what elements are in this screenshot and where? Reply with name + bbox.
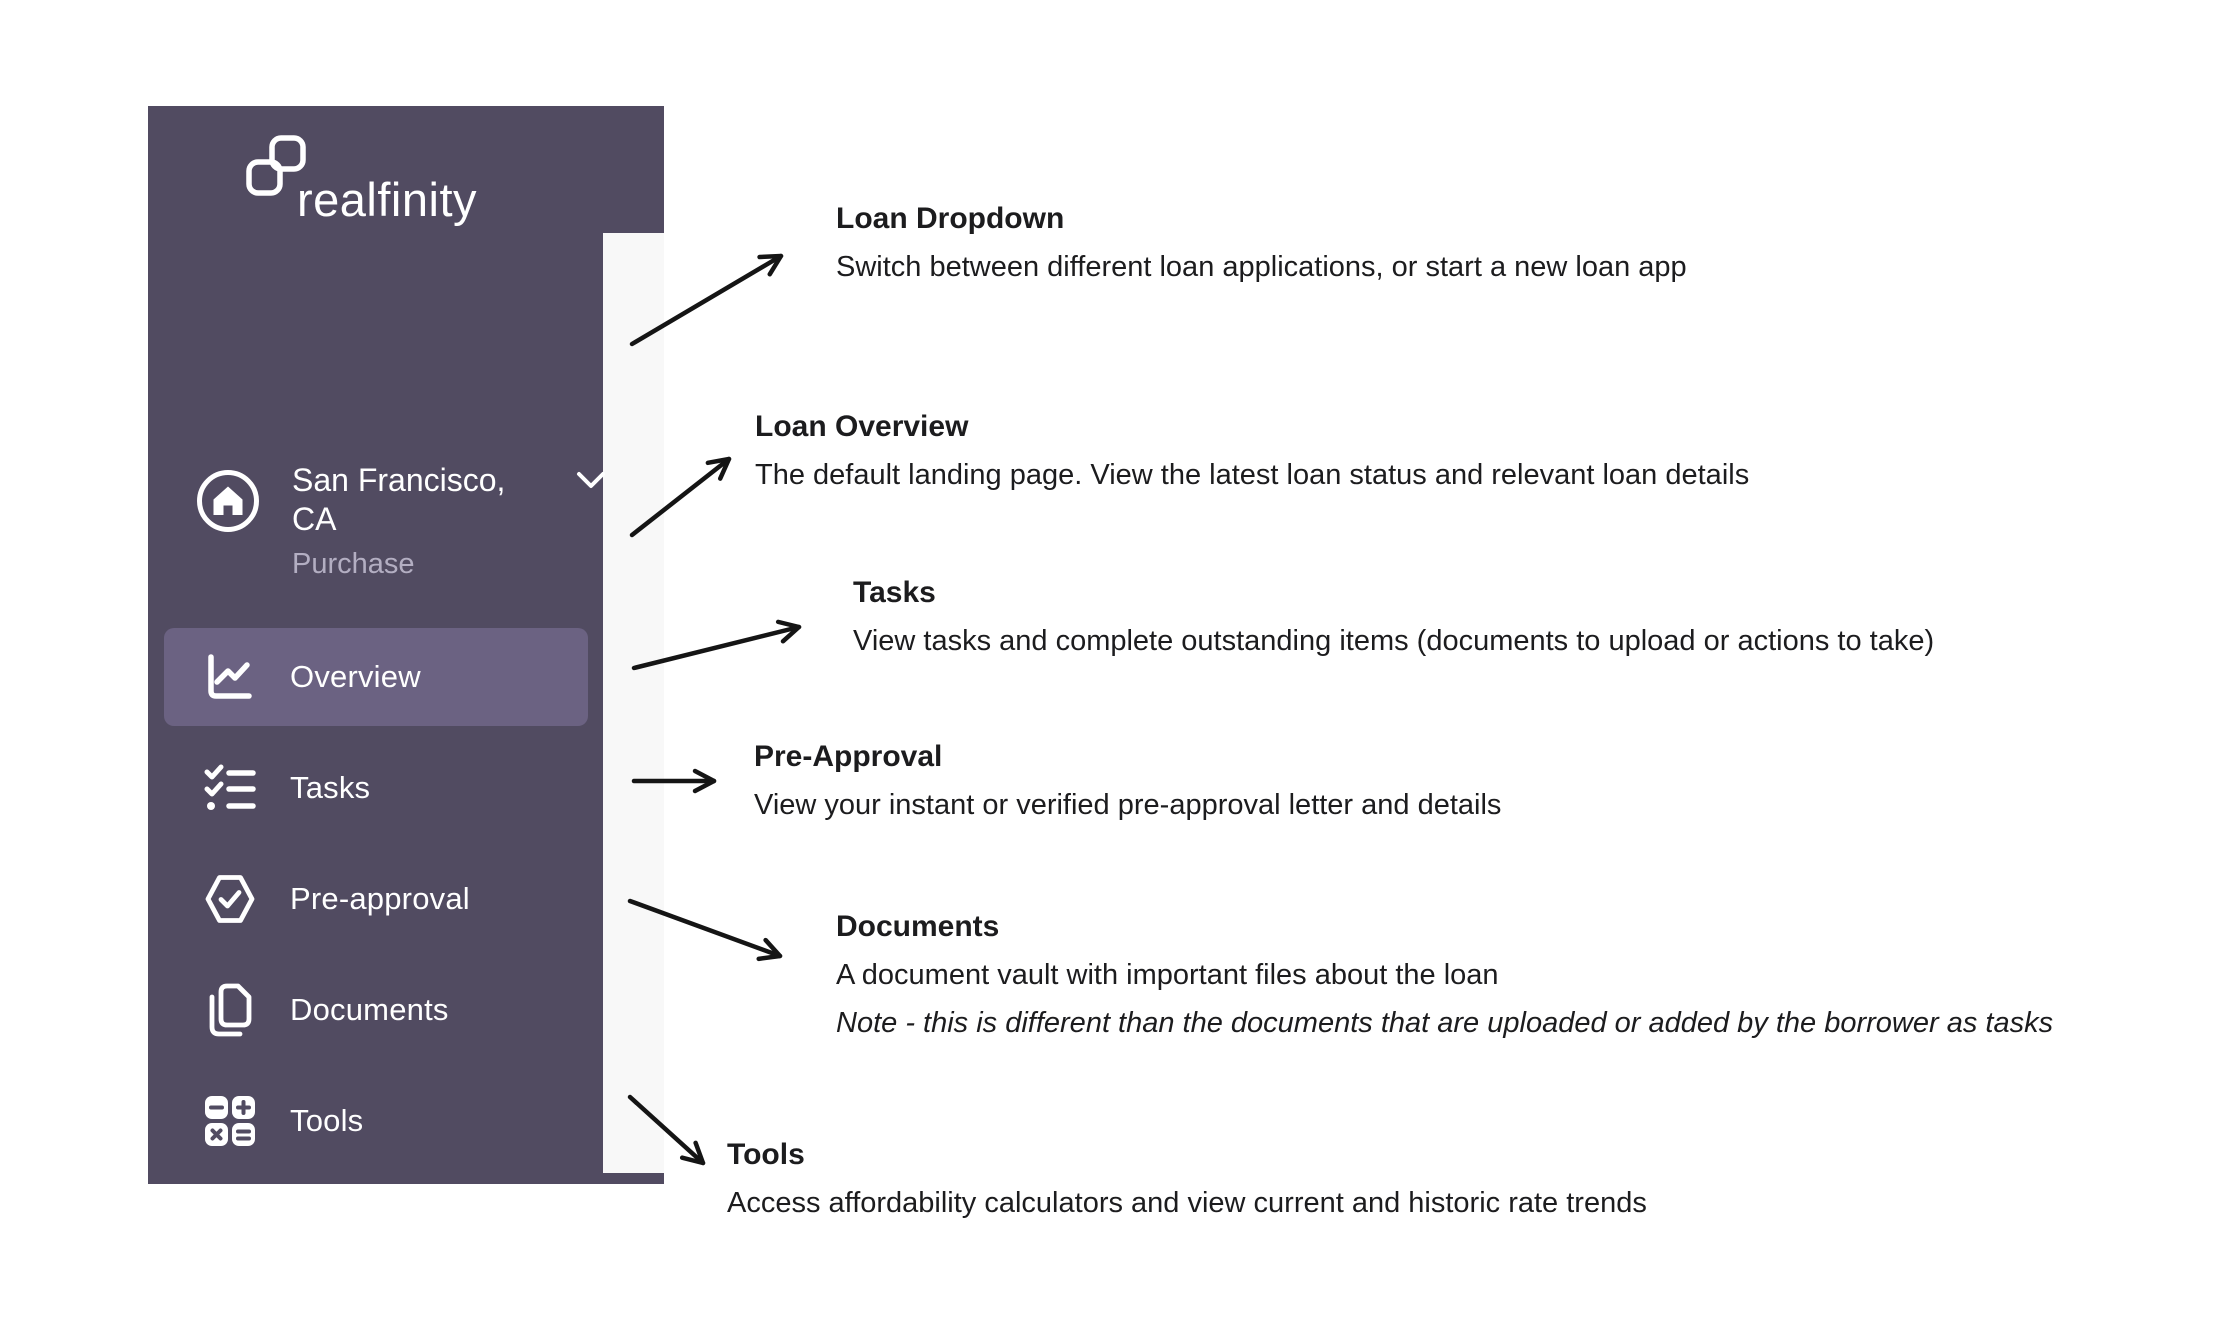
annotation-title: Documents — [836, 910, 1000, 943]
annotation-title: Pre-Approval — [754, 740, 943, 773]
sidebar-item-label: Tools — [290, 1103, 364, 1138]
annotation-text: View your instant or verified pre-approv… — [754, 789, 1502, 821]
annotation-text: The default landing page. View the lates… — [755, 459, 1750, 491]
annotation-text: View tasks and complete outstanding item… — [853, 625, 1935, 657]
sidebar: realfinity San Francisco, CA Purchase — [148, 106, 664, 1184]
annotation-tools: Tools Access affordability calculators a… — [727, 1131, 1647, 1227]
annotation-loan-dropdown: Loan Dropdown Switch between different l… — [836, 195, 1687, 291]
chevron-down-icon — [576, 471, 606, 491]
line-chart-icon — [203, 650, 257, 704]
loan-title: San Francisco, CA — [292, 462, 506, 537]
sidebar-item-tools[interactable]: Tools — [164, 1072, 588, 1170]
annotation-title: Tasks — [853, 576, 936, 609]
checklist-icon — [203, 761, 257, 815]
sidebar-item-pre-approval[interactable]: Pre-approval — [164, 850, 588, 948]
hexagon-check-icon — [203, 872, 257, 926]
sidebar-item-label: Overview — [290, 659, 421, 694]
content-gutter — [603, 233, 664, 1173]
home-icon — [196, 469, 260, 533]
linked-squares-icon — [245, 134, 309, 200]
sidebar-item-label: Documents — [290, 992, 449, 1027]
annotation-documents: Documents A document vault with importan… — [836, 903, 2053, 1047]
annotation-text: A document vault with important files ab… — [836, 959, 1499, 991]
documents-copy-icon — [203, 983, 257, 1037]
annotation-tasks: Tasks View tasks and complete outstandin… — [853, 569, 1934, 665]
calculator-ops-icon — [203, 1094, 257, 1148]
loan-subtitle: Purchase — [292, 548, 415, 580]
sidebar-item-label: Tasks — [290, 770, 371, 805]
annotation-loan-overview: Loan Overview The default landing page. … — [755, 403, 1749, 499]
brand-logo: realfinity — [245, 128, 545, 233]
annotation-note: Note - this is different than the docume… — [836, 1007, 2054, 1039]
sidebar-item-documents[interactable]: Documents — [164, 961, 588, 1059]
sidebar-item-tasks[interactable]: Tasks — [164, 739, 588, 837]
annotation-pre-approval: Pre-Approval View your instant or verifi… — [754, 733, 1501, 829]
annotation-title: Loan Dropdown — [836, 202, 1065, 235]
brand-name: realfinity — [297, 173, 478, 226]
loan-dropdown[interactable]: San Francisco, CA Purchase — [194, 461, 606, 621]
annotation-title: Loan Overview — [755, 410, 969, 443]
annotation-text: Switch between different loan applicatio… — [836, 251, 1687, 283]
sidebar-body: San Francisco, CA Purchase Overview — [148, 233, 664, 1184]
sidebar-header: realfinity — [148, 106, 664, 233]
annotation-text: Access affordability calculators and vie… — [727, 1187, 1647, 1219]
annotation-title: Tools — [727, 1138, 805, 1171]
sidebar-item-label: Pre-approval — [290, 881, 470, 916]
sidebar-item-overview[interactable]: Overview — [164, 628, 588, 726]
